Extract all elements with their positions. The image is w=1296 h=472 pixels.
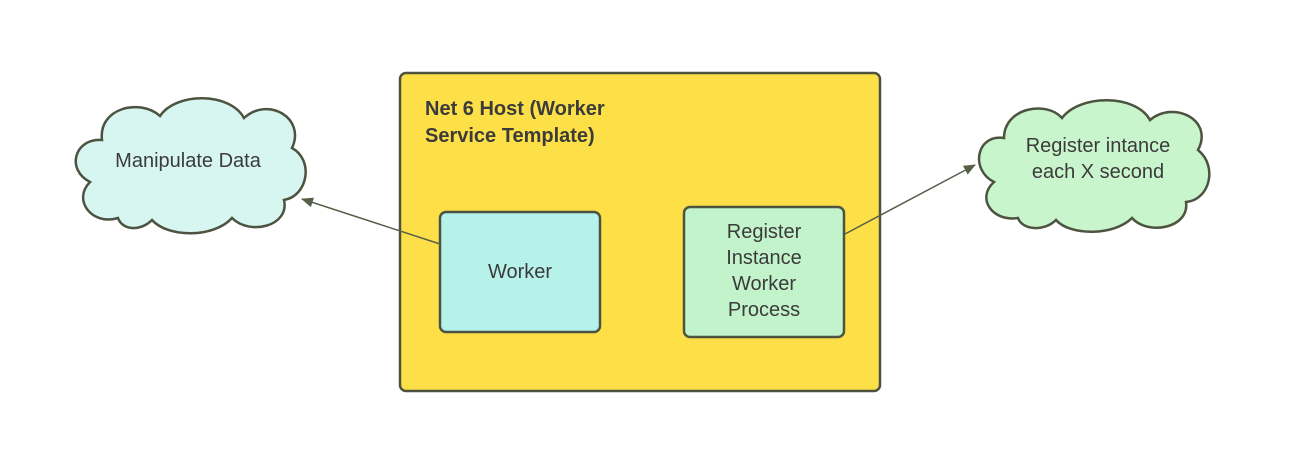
worker-box: [438, 210, 602, 334]
cloud-manipulate-data: [74, 97, 307, 235]
register-process-label: Register Instance Worker Process: [726, 221, 802, 321]
connector-register-to-cloud: [844, 164, 976, 235]
cloud-left-label: Manipulate Data: [115, 150, 261, 172]
worker-label: Worker: [487, 261, 553, 283]
register-process-box: [682, 205, 846, 339]
host-title: Net 6 Host (Worker Service Template): [425, 98, 605, 147]
connector-worker-to-manipulate-data: [301, 197, 441, 245]
cloud-register-instance: [977, 99, 1211, 233]
cloud-right-label: Register intance each X second: [1025, 135, 1171, 183]
